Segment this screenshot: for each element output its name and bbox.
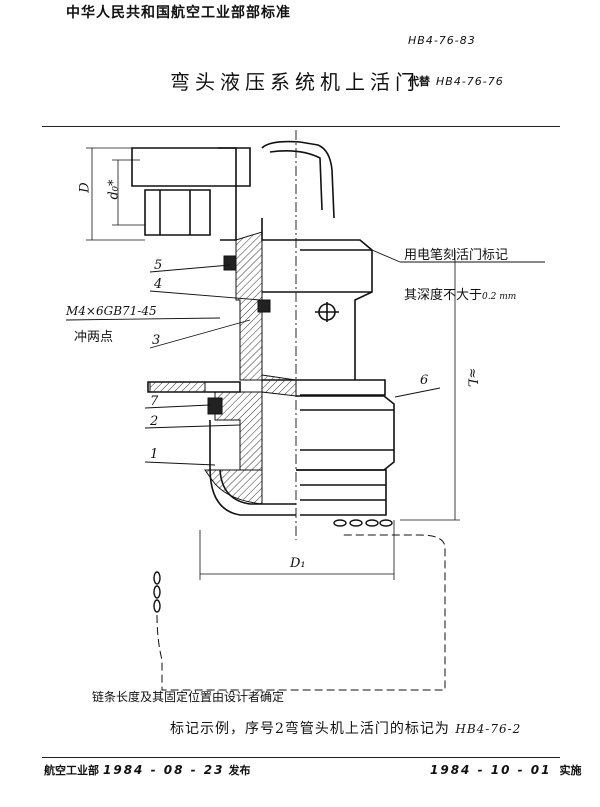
effective-date: 1984 - 10 - 01 xyxy=(430,763,552,777)
part-label-7: 7 xyxy=(150,394,159,409)
marking-example-code: HB4-76-2 xyxy=(455,722,522,736)
organization-header: 中华人民共和国航空工业部部标准 xyxy=(66,5,291,21)
screw-spec-label: M4×6GB71-45 xyxy=(66,304,157,318)
issue-word: 发布 xyxy=(228,764,251,777)
effective-word: 实施 xyxy=(559,764,582,777)
engrave-note-line1: 用电笔刻活门标记 xyxy=(404,248,509,263)
part-label-6: 6 xyxy=(420,373,429,388)
part-label-4: 4 xyxy=(154,277,163,292)
marking-example-text: 标记示例，序号2弯管头机上活门的标记为 xyxy=(170,721,450,737)
part-label-3: 3 xyxy=(152,333,161,348)
section-hatching xyxy=(149,231,297,505)
issue-date: 1984 - 08 - 23 xyxy=(103,763,225,777)
replaces-code: HB4-76-76 xyxy=(436,75,504,88)
dim-d0-label: d₀* xyxy=(106,179,122,200)
document-title: 弯头液压系统机上活门 xyxy=(170,70,420,94)
replaces-line: 代替 HB4-76-76 xyxy=(408,73,504,89)
dim-D1-label: D₁ xyxy=(290,556,306,571)
dimension-lines xyxy=(86,147,460,580)
valve-outline xyxy=(131,140,395,516)
dim-L-label: ≈L xyxy=(464,367,480,388)
replaces-prefix: 代替 xyxy=(408,75,430,88)
part-label-5: 5 xyxy=(154,258,163,273)
footer-effective: 1984 - 10 - 01 实施 xyxy=(430,762,581,778)
chain xyxy=(153,519,393,613)
engrave-depth: 0.2 mm xyxy=(482,292,517,302)
chain-length-note: 链条长度及其固定位置由设计者确定 xyxy=(92,690,285,704)
footer-divider xyxy=(42,757,560,758)
part-label-1: 1 xyxy=(150,447,159,462)
part-label-2: 2 xyxy=(150,414,159,429)
punch-note: 冲两点 xyxy=(74,330,114,345)
header-divider xyxy=(42,126,560,127)
issuer: 航空工业部 xyxy=(44,764,99,777)
engrave-note-text: 其深度不大于 xyxy=(404,288,483,303)
marking-example: 标记示例，序号2弯管头机上活门的标记为 HB4-76-2 xyxy=(170,718,521,738)
dim-D-label: D xyxy=(77,182,93,193)
leader-lines xyxy=(65,249,545,466)
chain-dashed-path xyxy=(156,534,446,691)
engrave-note-line2: 其深度不大于0.2 mm xyxy=(404,284,516,303)
standard-code: HB4-76-83 xyxy=(408,34,476,47)
